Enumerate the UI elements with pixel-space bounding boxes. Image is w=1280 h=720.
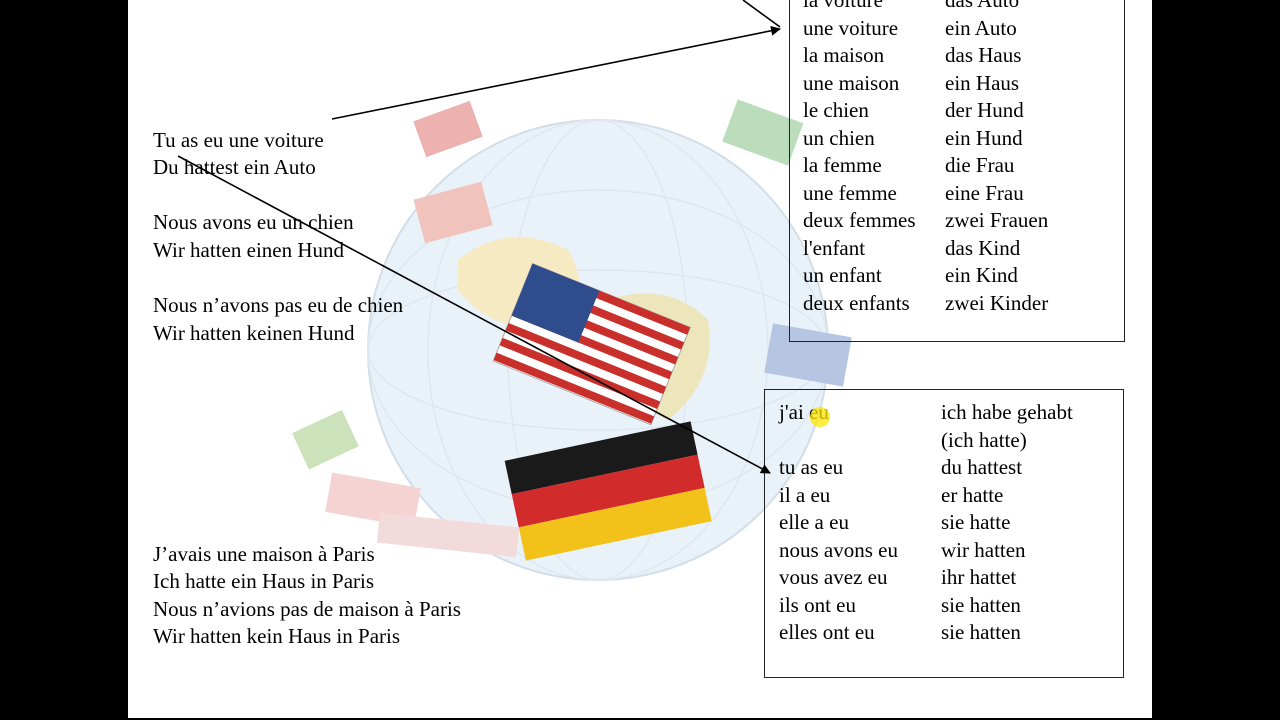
vocab-de-5: ein Hund (945, 125, 1023, 150)
vocab-de-7: eine Frau (945, 180, 1024, 205)
mouse-cursor-highlight (810, 407, 830, 427)
vocab-de-2: das Haus (945, 43, 1022, 67)
example-2-de: Wir hatten einen Hund (153, 238, 345, 262)
vocab-fr-9: l'enfant (803, 235, 866, 260)
vocab-de-11: zwei Kinder (945, 290, 1049, 315)
conj-de-8: sie hatten (941, 620, 1021, 644)
vocab-de-9: das Kind (945, 235, 1021, 260)
vocab-de-8: zwei Frauen (945, 208, 1049, 232)
example-1-de: Du hattest ein Auto (153, 155, 316, 179)
example-4-fr-line2: Nous n’avions pas de maison à Paris (153, 597, 461, 621)
example-4-de-line2: Wir hatten kein Haus in Paris (153, 624, 401, 648)
conj-de-6: ihr hattet (941, 565, 1017, 589)
conj-fr-3: il a eu (779, 482, 831, 507)
conj-fr-6: vous avez eu (779, 565, 888, 589)
vocab-de-3: ein Haus (945, 70, 1020, 95)
vocabulary-box: la voiture das Auto une voiture ein Auto la … (789, 0, 1125, 342)
vocab-fr-3: une maison (803, 70, 900, 95)
vocab-fr-7: une femme (803, 180, 897, 205)
vocab-de-10: ein Kind (945, 263, 1018, 287)
conj-fr-2: tu as eu (779, 455, 844, 479)
vocab-fr-11: deux enfants (803, 290, 910, 315)
example-1-fr: Tu as eu une voiture (153, 128, 324, 152)
conj-de-0: ich habe gehabt (941, 400, 1073, 424)
vocab-fr-1: une voiture (803, 15, 899, 40)
conj-fr-4: elle a eu (779, 510, 849, 534)
conj-de-2: du hattest (941, 455, 1023, 479)
vocab-fr-0: la voiture (803, 0, 883, 12)
conj-fr-8: elles ont eu (779, 620, 875, 644)
vocab-de-1: ein Auto (945, 15, 1017, 40)
conj-de-4: sie hatte (941, 510, 1011, 534)
vocab-fr-4: le chien (803, 98, 869, 122)
vocab-fr-2: la maison (803, 43, 885, 67)
conj-fr-5: nous avons eu (779, 537, 898, 562)
vocab-fr-8: deux femmes (803, 208, 916, 232)
conj-de-3: er hatte (941, 482, 1004, 507)
vocab-de-0: das Auto (945, 0, 1020, 12)
conj-fr-7: ils ont eu (779, 592, 856, 617)
vocab-de-4: der Hund (945, 98, 1024, 122)
conj-de-1: (ich hatte) (941, 427, 1027, 452)
vocab-fr-5: un chien (803, 125, 875, 150)
vocab-fr-10: un enfant (803, 263, 882, 287)
vocab-fr-6: la femme (803, 153, 882, 177)
example-3-de: Wir hatten keinen Hund (153, 321, 355, 345)
conj-de-5: wir hatten (941, 537, 1026, 562)
example-3-fr: Nous n’avons pas eu de chien (153, 293, 404, 317)
conj-de-7: sie hatten (941, 592, 1021, 617)
vocab-de-6: die Frau (945, 153, 1015, 177)
example-4-fr-line1: J’avais une maison à Paris (153, 542, 375, 566)
example-2-fr: Nous avons eu un chien (153, 210, 354, 234)
example-4-de-line1: Ich hatte ein Haus in Paris (153, 569, 375, 593)
slide-page: Tu as eu une voiture Du hattest ein Auto… (128, 0, 1152, 718)
